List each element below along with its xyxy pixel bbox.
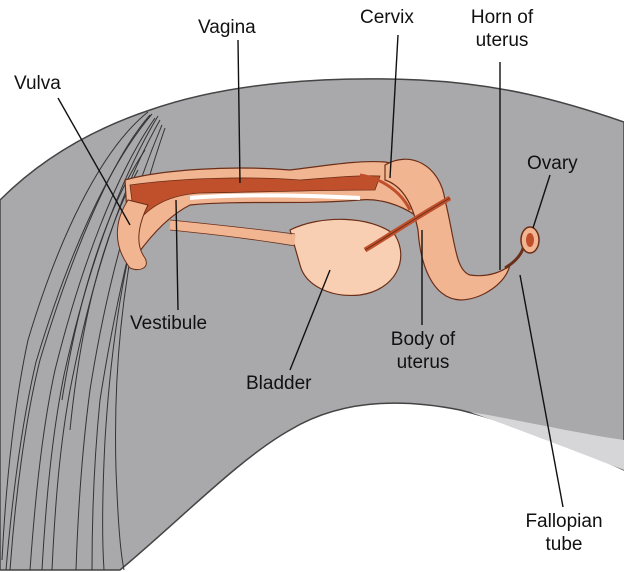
ovary-center — [526, 233, 534, 247]
urethra-outline — [169, 219, 296, 247]
label-horn-of-uterus: Horn of uterus — [455, 6, 549, 52]
ligament-strand-outline — [364, 197, 451, 251]
label-vulva: Vulva — [14, 73, 61, 94]
label-horn-line1: Horn of — [470, 7, 534, 28]
leader-ovary — [532, 174, 551, 229]
label-fallopian-line2: tube — [545, 534, 583, 555]
leader-bladder — [289, 269, 331, 371]
label-body-line1: Body of — [390, 329, 456, 350]
leader-cervix — [389, 34, 399, 179]
leader-lines — [57, 34, 564, 508]
label-ovary: Ovary — [527, 153, 578, 174]
leader-vagina — [237, 39, 241, 184]
urethra — [169, 220, 296, 245]
label-body-line2: uterus — [396, 352, 450, 373]
label-vestibule: Vestibule — [130, 313, 208, 334]
leader-vulva — [57, 97, 131, 226]
leader-fallopian — [519, 274, 564, 508]
tail-hair — [1, 111, 166, 571]
vestibule-channel — [189, 193, 361, 200]
label-fallopian-tube: Fallopian tube — [512, 510, 616, 556]
leader-vestibule — [175, 199, 179, 311]
cervix-canal — [359, 173, 412, 211]
belly-shading — [470, 412, 624, 470]
label-fallopian-line1: Fallopian — [525, 511, 603, 532]
label-cervix: Cervix — [360, 7, 414, 28]
bladder-shape — [289, 218, 402, 297]
label-body-of-uterus: Body of uterus — [376, 328, 470, 374]
label-vagina: Vagina — [198, 17, 256, 38]
label-bladder: Bladder — [246, 373, 312, 394]
vagina-lining — [129, 175, 381, 227]
label-horn-line2: uterus — [475, 30, 529, 51]
